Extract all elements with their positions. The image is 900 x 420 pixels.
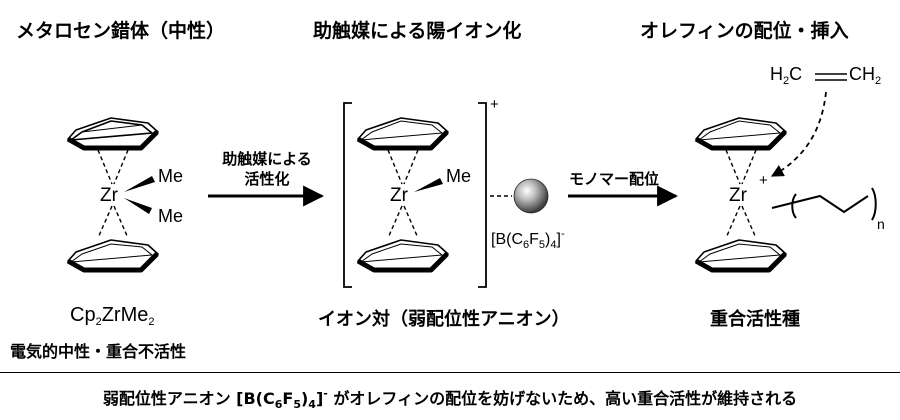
header-activation: 助触媒による陽イオン化	[313, 20, 522, 42]
cation-charge: +	[490, 96, 499, 113]
anion-part-b: 6	[523, 239, 530, 251]
ethylene-right: CH2	[849, 64, 881, 87]
anion-formula: [B(C6F5)4]-	[491, 228, 565, 251]
methyl-label-upper-1: Me	[158, 166, 184, 186]
anion-part-g: ]	[556, 231, 561, 248]
footer-part-1: 弱配位性アニオン [B(C	[102, 389, 275, 408]
active-cation-charge: +	[759, 172, 768, 189]
zr-atom-2: Zr	[390, 185, 408, 206]
anion-charge: -	[560, 228, 565, 240]
monomer-approach-arrow	[770, 91, 827, 177]
ethylene-ch-sub: 2	[875, 75, 882, 87]
formula-zrme: ZrMe	[101, 304, 149, 326]
footer-sub-3: 4	[308, 398, 316, 411]
bracket-left	[343, 102, 352, 288]
cp-zr-bonds-2	[387, 149, 419, 239]
cp-zr-bonds-3	[725, 149, 757, 239]
ethylene-h: H	[770, 64, 783, 84]
anion-part-e: )	[545, 231, 551, 248]
footer-part-3: )	[300, 389, 309, 408]
chain-repeat-n: n	[877, 216, 885, 232]
footer-part-4: ]	[315, 389, 324, 408]
footer-part-5: がオレフィンの配位を妨げないため、高い重合活性が維持される	[327, 389, 798, 408]
footer-sub-2: 5	[293, 398, 301, 411]
activation-label-line1: 助触媒による	[222, 150, 312, 168]
anion-part-a: [B(C	[491, 231, 523, 248]
ion-pair-label: イオン対（弱配位性アニオン）	[318, 309, 570, 330]
anion-part-f: 4	[550, 239, 557, 251]
footer-summary: 弱配位性アニオン [B(C6F5)4]- がオレフィンの配位を妨げないため、高い…	[0, 385, 900, 411]
footer-sub-1: 6	[274, 398, 283, 411]
anion-part-c: F	[529, 231, 539, 248]
bracket-right	[478, 102, 487, 288]
cp-zr-bonds-1	[97, 149, 129, 239]
precatalyst-note: 電気的中性・重合不活性	[10, 342, 187, 361]
me-wedge-upper-1	[124, 176, 155, 192]
cp-ring-top-3	[694, 117, 787, 151]
anion-sphere	[513, 178, 549, 214]
coordination-label: モノマー配位	[569, 170, 660, 188]
cp-ring-bottom-2	[356, 239, 449, 273]
me-wedge-lower-1	[124, 198, 152, 214]
zr-atom-1: Zr	[100, 185, 118, 206]
footer-sup: -	[323, 387, 328, 400]
footer-divider	[0, 372, 900, 373]
me-wedge-2	[414, 178, 443, 192]
cp-ring-bottom-3	[694, 239, 787, 273]
formula-sub-2: 2	[148, 316, 155, 328]
header-metallocene: メタロセン錯体（中性）	[16, 20, 226, 42]
ethylene-ch: CH	[849, 64, 875, 84]
polymer-chain	[771, 187, 877, 221]
footer-part-2: F	[282, 389, 294, 408]
active-species-label: 重合活性種	[710, 309, 800, 330]
cp-ring-bottom-1	[66, 239, 159, 273]
methyl-label-lower-1: Me	[158, 206, 184, 226]
ethylene-h-sub: 2	[783, 75, 790, 87]
formula-sub-1: 2	[95, 316, 102, 328]
cp-ring-top-1	[66, 117, 159, 151]
header-insertion: オレフィンの配位・挿入	[640, 20, 849, 42]
anion-part-d: 5	[538, 239, 546, 251]
cp-ring-top-2	[356, 117, 449, 151]
ethylene-c-left: C	[789, 64, 803, 84]
precatalyst-formula: Cp2ZrMe2	[70, 304, 155, 328]
methyl-label-2: Me	[446, 166, 472, 186]
activation-label-line2: 活性化	[244, 170, 290, 188]
formula-cp: Cp	[70, 304, 96, 326]
ethylene-left: H2C	[770, 64, 802, 87]
zr-atom-3: Zr	[729, 185, 747, 206]
